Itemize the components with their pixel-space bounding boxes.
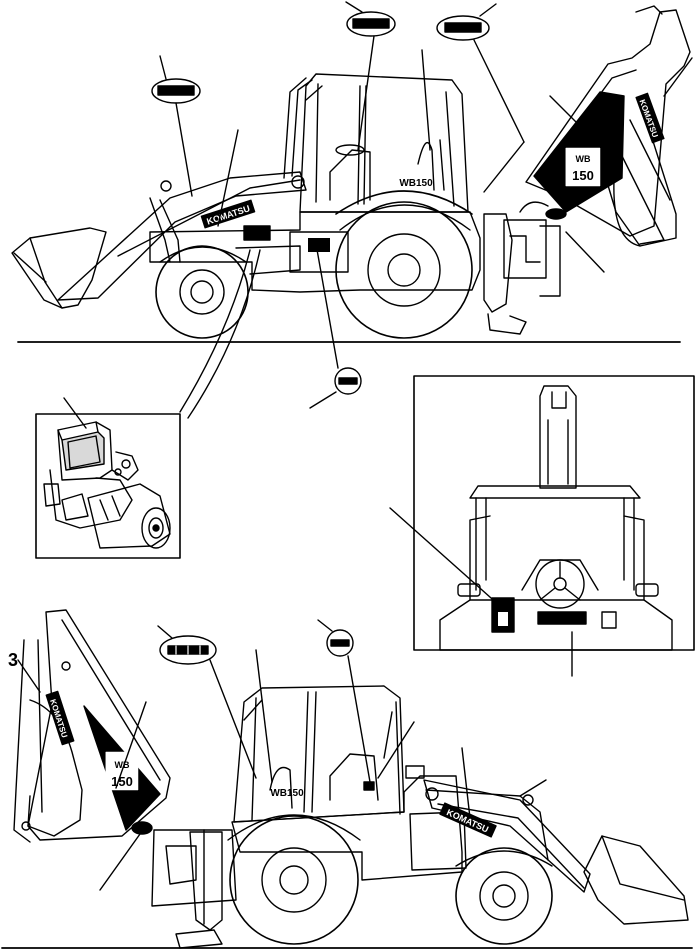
- rear-brand-decal: KOMATSU: [537, 611, 587, 625]
- bottom-boom-brand-decal: KOMATSU: [45, 690, 75, 746]
- svg-text:WB: WB: [115, 760, 130, 770]
- top-boom-brand-decal: KOMATSU: [635, 92, 665, 144]
- top-rear-frame: [503, 219, 547, 279]
- decal-circle-icon: [326, 629, 354, 657]
- svg-text:150: 150: [111, 774, 133, 789]
- bottom-stabiliser: [189, 831, 223, 931]
- bottom-cab: [233, 685, 405, 823]
- starter-motor-illustration: [43, 421, 171, 549]
- bottom-front-wheel: [455, 847, 553, 945]
- decal-oval-icon: KOMATSU: [436, 15, 490, 41]
- decal-oval-icon: [159, 635, 217, 665]
- bottom-backhoe-boom: [27, 609, 171, 841]
- svg-text:KOMATSU: KOMATSU: [359, 22, 384, 28]
- rear-view-inset: KOMATSU: [389, 375, 695, 677]
- top-front-wheel: [155, 245, 249, 339]
- svg-text:WB: WB: [576, 154, 591, 164]
- loader-arm: [57, 171, 307, 301]
- top-chassis-plate: [243, 225, 271, 241]
- decal-circle-icon: [334, 367, 362, 395]
- top-rear-wheel: [335, 201, 473, 339]
- decal-oval-icon: KOMATSU: [151, 78, 201, 104]
- bottom-chassis: [231, 775, 463, 881]
- front-bucket: [11, 227, 107, 309]
- loader-cylinder: [159, 199, 181, 263]
- decal-oval-icon: KOMATSU: [346, 11, 396, 37]
- svg-text:150: 150: [572, 168, 594, 183]
- bottom-machine-side-view: WB 150 KOMATSU WB150: [1, 609, 693, 949]
- top-callouts: KOMATSU KOMATSU KOMATSU: [151, 1, 693, 419]
- callout-number-3: 3: [8, 650, 18, 670]
- top-cab-model-badge: WB150: [399, 178, 433, 189]
- bottom-loader-brand-decal: KOMATSU: [439, 802, 497, 838]
- top-stabiliser: [483, 213, 513, 313]
- top-cab: [299, 73, 469, 213]
- bottom-cab-model-badge: WB150: [270, 788, 304, 799]
- top-side-step: [289, 231, 349, 273]
- svg-text:KOMATSU: KOMATSU: [550, 616, 575, 622]
- top-loader-arm-brand-decal: KOMATSU: [200, 199, 256, 229]
- starter-inset-frame: [35, 413, 181, 559]
- svg-text:KOMATSU: KOMATSU: [164, 89, 189, 95]
- top-machine-side-view: KOMATSU WB150: [11, 5, 691, 343]
- bottom-callouts: 3: [8, 619, 471, 891]
- bottom-loader-arm: [423, 779, 591, 893]
- top-backhoe-boom: [525, 9, 691, 237]
- bottom-rear-wheel: [229, 815, 359, 945]
- svg-text:KOMATSU: KOMATSU: [451, 26, 476, 32]
- starter-motor-inset: [35, 397, 181, 559]
- bottom-front-bucket: [583, 835, 689, 925]
- front-bucket-edge: [29, 237, 63, 309]
